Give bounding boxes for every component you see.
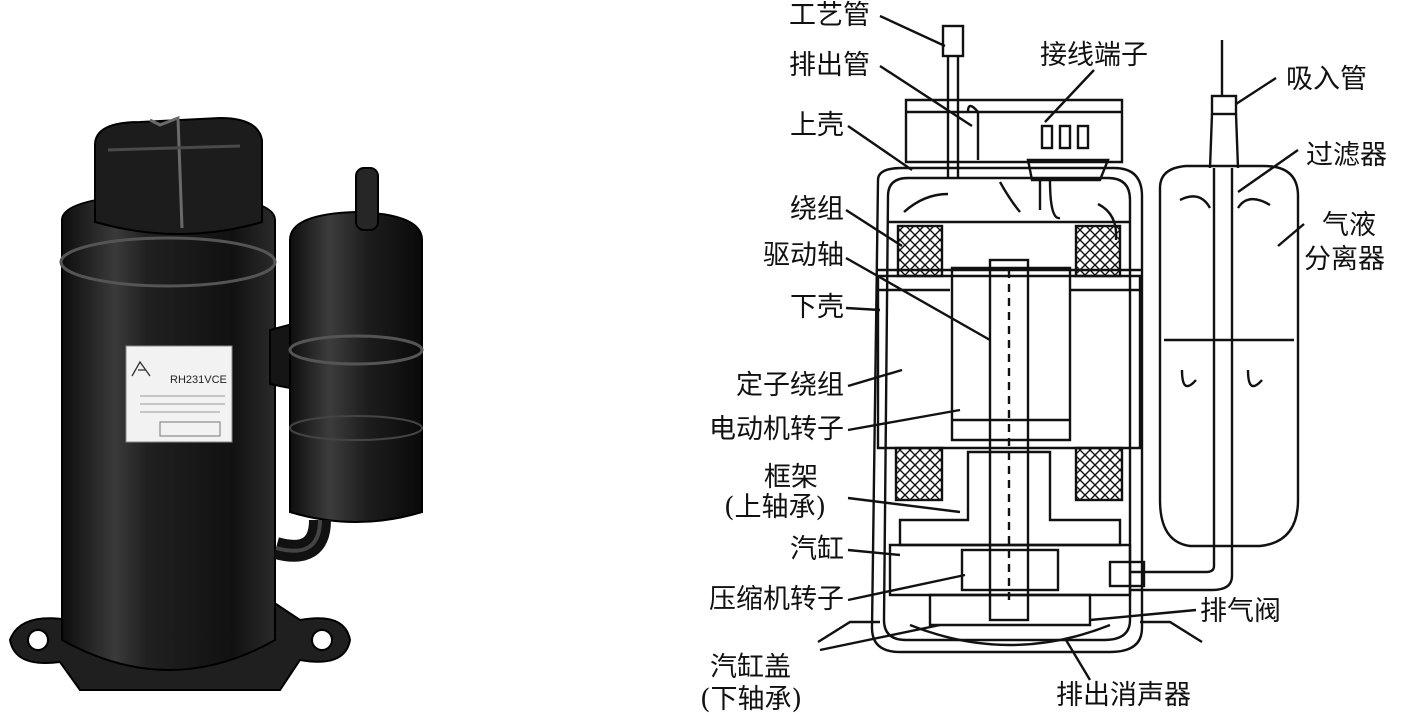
label-suction-tube: 吸入管 (1286, 64, 1367, 95)
photo-accumulator (289, 210, 423, 523)
top-housing (904, 98, 1124, 164)
separator-shell (1158, 164, 1300, 548)
label-cylinder-cover: 汽缸盖 (710, 652, 791, 683)
label-drive-shaft: 驱动轴 (763, 240, 844, 271)
muffler (909, 623, 1111, 647)
label-motor-rotor: 电动机转子 (709, 414, 844, 445)
shell-outer (870, 166, 1144, 654)
winding-top-right (1074, 224, 1122, 278)
winding-bot-left (894, 446, 944, 502)
label-discharge-tube: 排出管 (789, 50, 870, 81)
compressor-photo: RH231VCE (8, 115, 424, 691)
label-cylinder: 汽缸 (790, 534, 844, 565)
stator (876, 274, 1142, 450)
photo-sticker (125, 345, 233, 443)
compressor-rotor-shape (960, 548, 1060, 592)
motor-rotor-shape (950, 266, 1072, 442)
label-discharge-valve: 排气阀 (1200, 596, 1281, 627)
label-upper-bearing: (上轴承) (724, 492, 827, 523)
label-lower-shell: 下壳 (790, 292, 844, 323)
winding-bot-right (1074, 446, 1124, 502)
label-upper-shell: 上壳 (790, 110, 844, 141)
suction-inlet (1210, 94, 1238, 116)
cylinder-shape (888, 543, 1132, 597)
label-separator-1: 气液 (1322, 210, 1376, 241)
label-filter: 过滤器 (1306, 140, 1387, 171)
photo-suction-pipe (355, 167, 379, 231)
label-frame: 框架 (764, 462, 818, 493)
drive-shaft-shape (988, 258, 1030, 622)
label-terminal: 接线端子 (1040, 40, 1148, 71)
photo-sticker-model: RH231VCE (170, 374, 227, 386)
label-compressor-rotor: 压缩机转子 (709, 584, 844, 615)
winding-top-left (896, 224, 944, 278)
label-separator-2: 分离器 (1304, 244, 1385, 275)
process-tube-shape (941, 24, 965, 58)
label-discharge-muffler: 排出消声器 (1056, 680, 1191, 711)
label-stator-winding: 定子绕组 (736, 370, 844, 401)
label-lower-bearing: (下轴承) (700, 684, 803, 715)
label-winding: 绕组 (790, 194, 844, 225)
label-process-tube: 工艺管 (789, 0, 870, 31)
